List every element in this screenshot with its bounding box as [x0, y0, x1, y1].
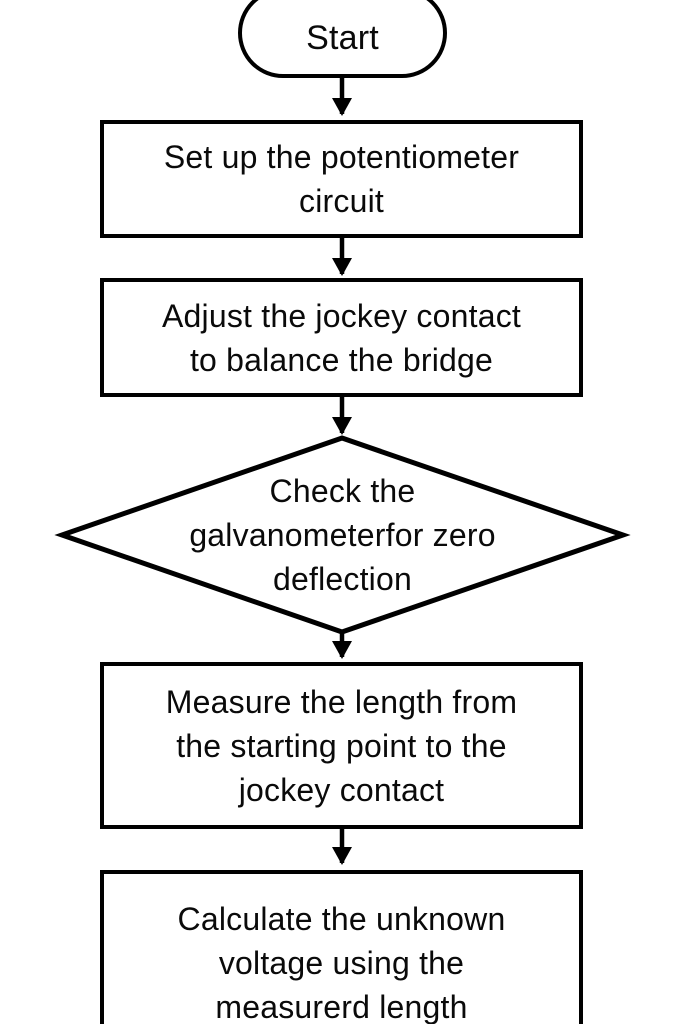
node-calculate-voltage-label: measurerd length [215, 988, 468, 1024]
node-measure-length-label: the starting point to the [176, 727, 507, 764]
node-start-label: Start [306, 19, 379, 57]
node-setup-circuit: Set up the potentiometer circuit [100, 120, 583, 238]
node-setup-circuit-label: Set up the potentiometer [163, 139, 520, 175]
node-check-galvanometer-label: Check the [269, 473, 416, 509]
node-start: Start [238, 0, 447, 78]
node-adjust-jockey: Adjust the jockey contact to balance the… [100, 278, 583, 397]
node-calculate-voltage-label: voltage using the [218, 944, 465, 981]
node-adjust-jockey-label: to balance the bridge [189, 341, 494, 378]
node-check-galvanometer-label: galvanometerfor zero [189, 517, 496, 553]
node-calculate-voltage: Calculate the unknown voltage using the … [100, 870, 583, 1024]
node-measure-length: Measure the length from the starting poi… [100, 662, 583, 829]
node-calculate-voltage-label: Calculate the unknown [177, 900, 506, 937]
node-measure-length-label: jockey contact [238, 771, 445, 808]
node-check-galvanometer-label: deflection [273, 561, 412, 597]
node-check-galvanometer: Check the galvanometerfor zero deflectio… [62, 438, 623, 632]
node-setup-circuit-label: circuit [299, 183, 384, 219]
node-adjust-jockey-label: Adjust the jockey contact [162, 297, 521, 334]
node-measure-length-label: Measure the length from [165, 683, 518, 720]
